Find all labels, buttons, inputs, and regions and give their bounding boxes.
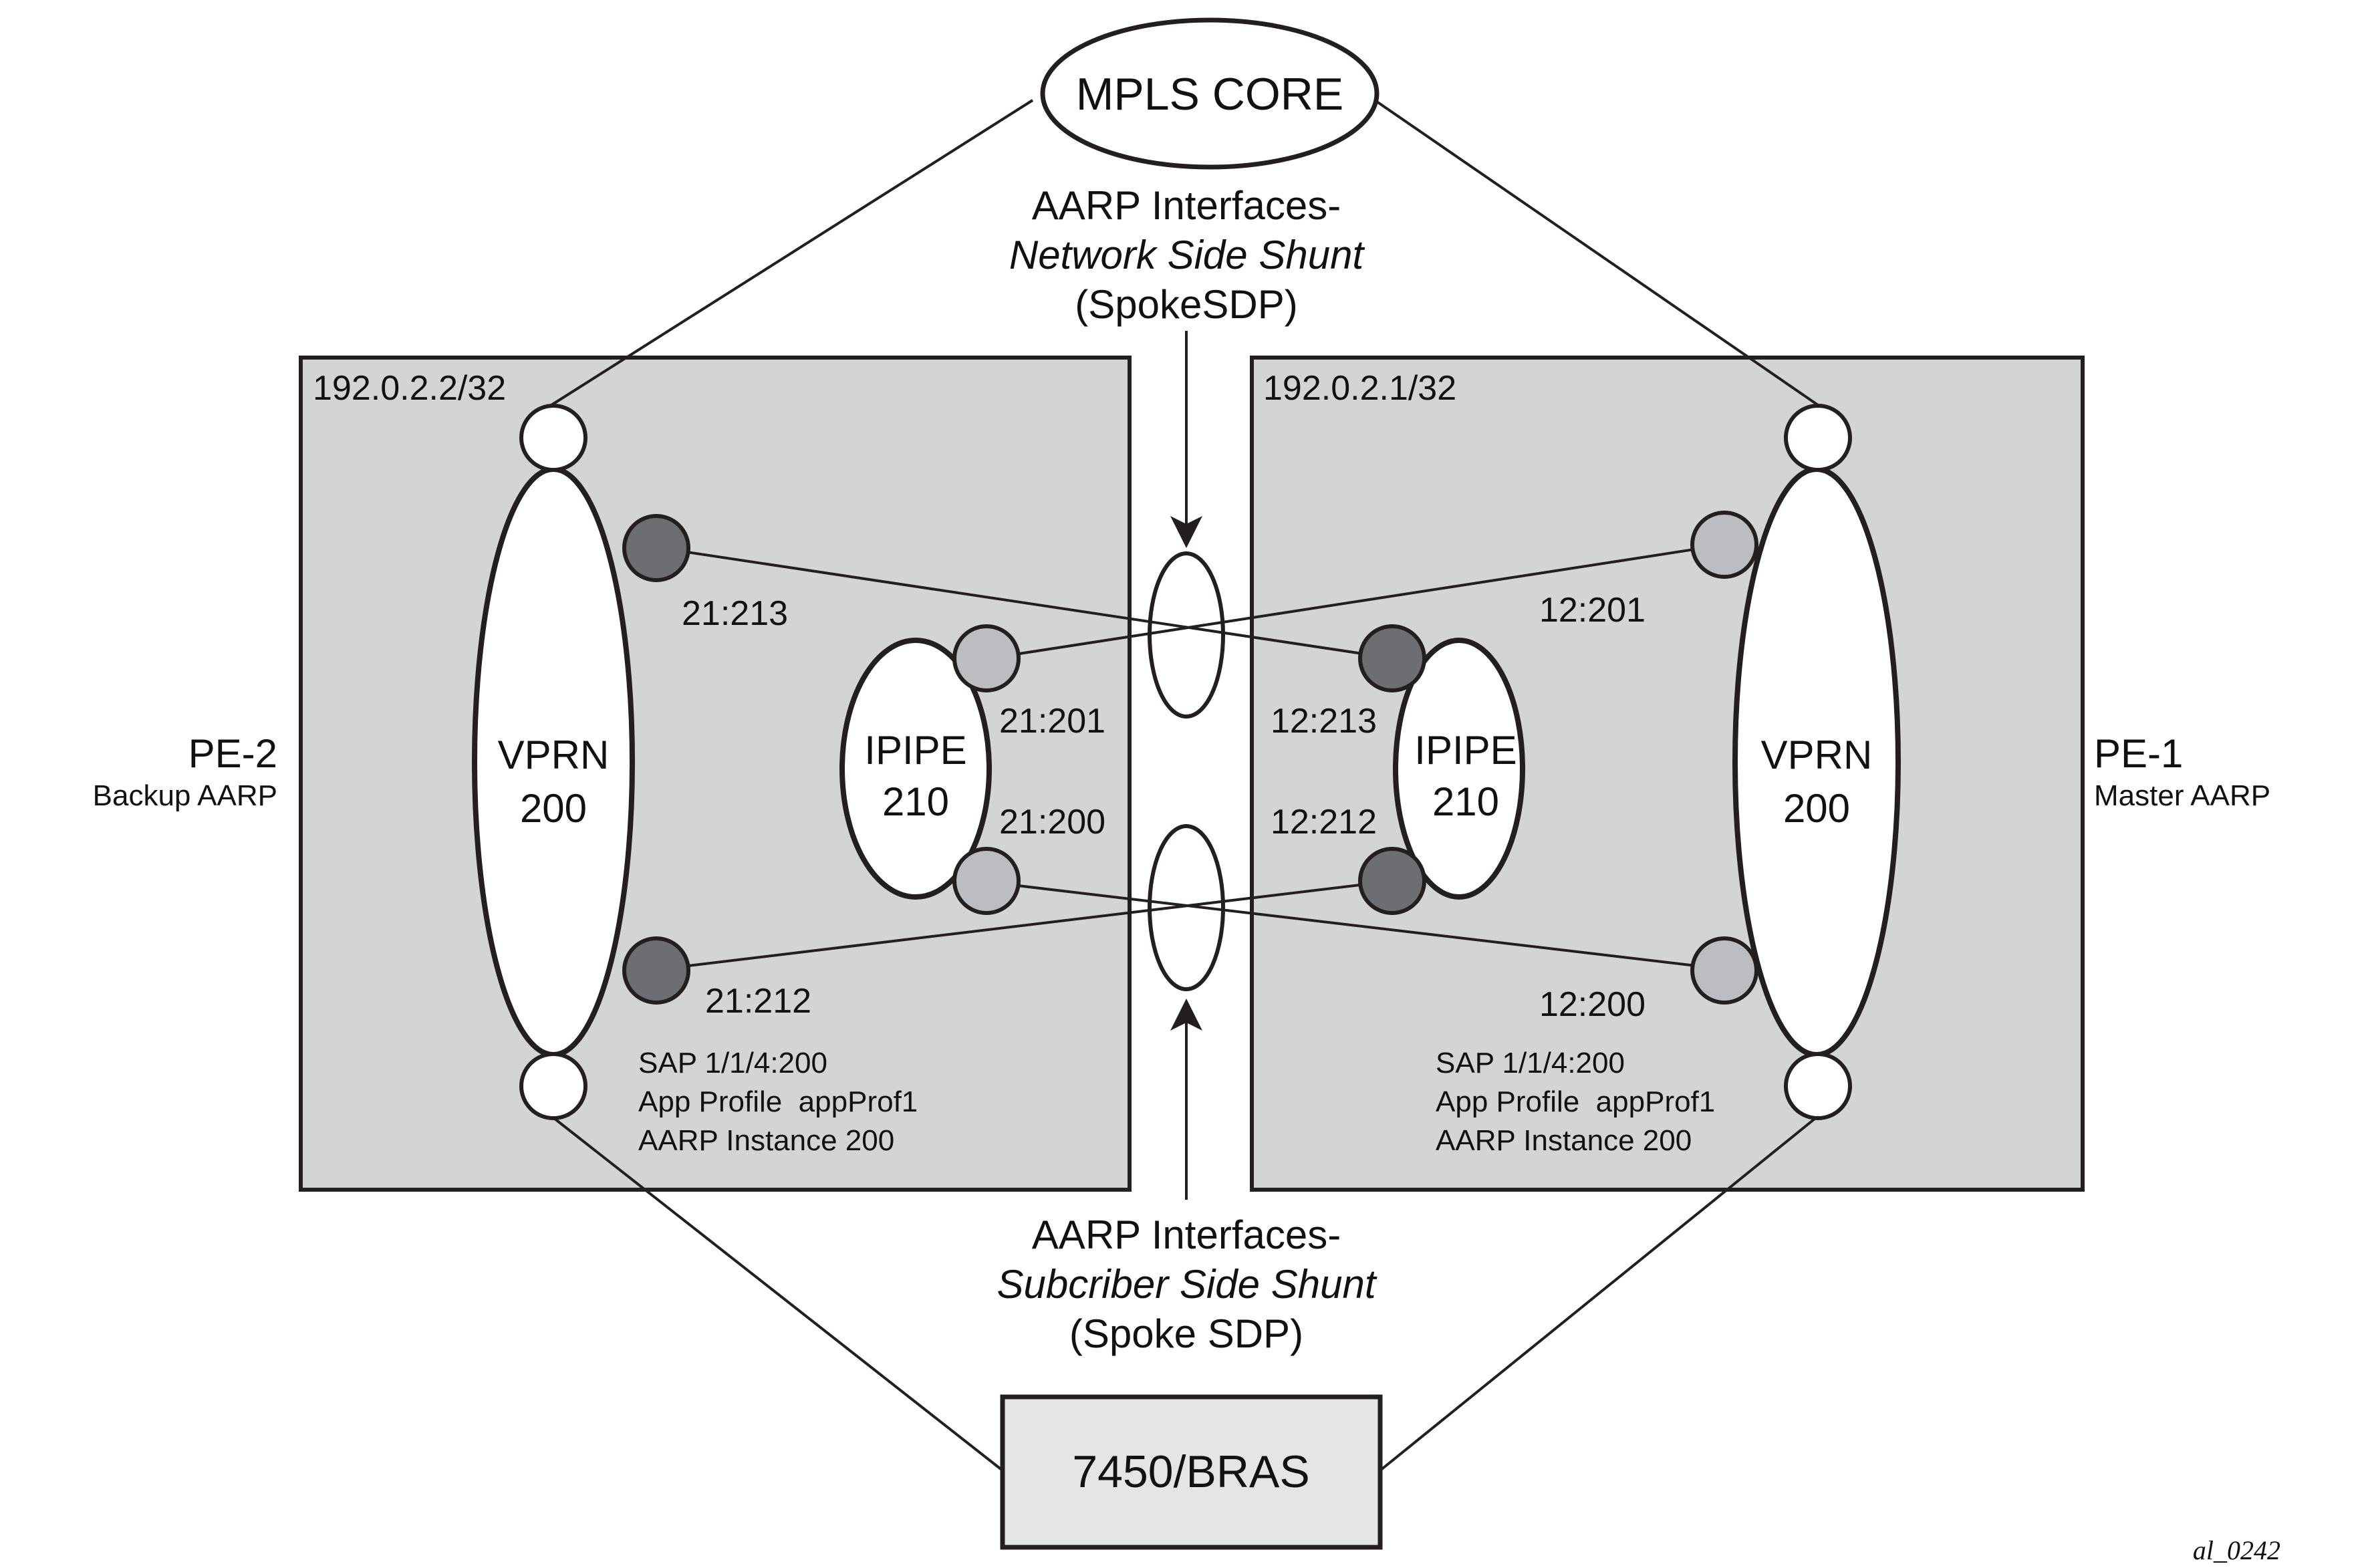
pe2-core-link bbox=[550, 99, 1034, 406]
pe2-sap-port bbox=[519, 1052, 587, 1120]
pe2-sdp-21-200-label: 21:200 bbox=[999, 803, 1105, 841]
pe1-sdp-12-213-port bbox=[1358, 624, 1426, 692]
subscriber-shunt-line2: Subcriber Side Shunt bbox=[997, 1262, 1377, 1307]
pe1-vprn-line2: 200 bbox=[1783, 786, 1850, 831]
pe1-sdp-12-201-port bbox=[1690, 511, 1758, 579]
figure-id: al_0242 bbox=[2193, 1535, 2280, 1565]
network-shunt-line2: Network Side Shunt bbox=[1009, 233, 1365, 277]
subscriber-shunt-line3: (Spoke SDP) bbox=[1069, 1311, 1303, 1356]
pe1-ipipe-line1: IPIPE bbox=[1414, 728, 1517, 773]
pe1-aarp-instance-label: AARP Instance 200 bbox=[1436, 1124, 1692, 1157]
mpls-core-label: MPLS CORE bbox=[1076, 69, 1344, 120]
pe2-network-port bbox=[519, 404, 587, 472]
pe2-bras-link bbox=[550, 1115, 1004, 1472]
pe1-sdp-12-200-label: 12:200 bbox=[1539, 985, 1646, 1024]
sdp-21-201-to-12-201 bbox=[989, 543, 1725, 660]
pe2-sdp-21-213-label: 21:213 bbox=[682, 594, 788, 633]
pe1-role: Master AARP bbox=[2094, 779, 2270, 812]
pe1-sdp-12-213-label: 12:213 bbox=[1271, 702, 1377, 741]
sdp-21-200-to-12-200 bbox=[989, 881, 1725, 970]
pe1-box bbox=[1250, 356, 2085, 1192]
pe2-sap-label: SAP 1/1/4:200 bbox=[638, 1047, 827, 1079]
pe1-sdp-12-212-label: 12:212 bbox=[1271, 803, 1377, 841]
pe2-vprn-line1: VPRN bbox=[498, 733, 610, 777]
pe2-name: PE-2 bbox=[188, 731, 277, 776]
pe1-core-link bbox=[1373, 99, 1819, 406]
bras-box bbox=[1000, 1394, 1383, 1550]
pe2-ipipe-line2: 210 bbox=[882, 779, 949, 824]
pe2-vprn-line2: 200 bbox=[520, 786, 587, 831]
pe2-ipipe-line1: IPIPE bbox=[864, 728, 966, 773]
subscriber-shunt-ellipse bbox=[1148, 824, 1225, 991]
network-shunt-ellipse bbox=[1148, 551, 1225, 718]
pe1-sdp-12-212-port bbox=[1358, 847, 1426, 915]
mpls-core-ellipse bbox=[1040, 17, 1379, 170]
pe2-system-ip: 192.0.2.2/32 bbox=[313, 369, 506, 408]
pe2-role: Backup AARP bbox=[93, 779, 277, 812]
sdp-21-213-to-12-213 bbox=[660, 547, 1394, 660]
pe2-sdp-21-200-port bbox=[952, 847, 1021, 915]
pe1-sdp-12-201-label: 12:201 bbox=[1539, 591, 1646, 630]
pe1-vprn-line1: VPRN bbox=[1761, 733, 1873, 777]
pe1-sap-label: SAP 1/1/4:200 bbox=[1436, 1047, 1625, 1079]
pe2-sdp-21-212-label: 21:212 bbox=[705, 982, 811, 1021]
sdp-21-212-to-12-212 bbox=[660, 880, 1394, 970]
pe1-system-ip: 192.0.2.1/32 bbox=[1263, 369, 1456, 408]
pe2-sdp-21-213-port bbox=[622, 514, 690, 582]
pe2-sdp-21-201-label: 21:201 bbox=[999, 702, 1105, 741]
pe1-ipipe-ellipse bbox=[1393, 638, 1525, 900]
network-shunt-line1: AARP Interfaces- bbox=[1032, 183, 1341, 228]
pe1-ipipe-line2: 210 bbox=[1432, 779, 1499, 824]
pe1-name: PE-1 bbox=[2094, 731, 2183, 776]
pe2-sdp-21-201-port bbox=[952, 624, 1021, 692]
pe1-bras-link bbox=[1379, 1115, 1819, 1472]
pe1-sdp-12-200-port bbox=[1690, 936, 1758, 1005]
pe1-network-port bbox=[1784, 404, 1852, 472]
subscriber-shunt-line1: AARP Interfaces- bbox=[1032, 1212, 1341, 1257]
pe2-app-profile-label: App Profile appProf1 bbox=[638, 1085, 918, 1118]
pe2-aarp-instance-label: AARP Instance 200 bbox=[638, 1124, 894, 1157]
bras-label: 7450/BRAS bbox=[1072, 1446, 1309, 1497]
pe1-app-profile-label: App Profile appProf1 bbox=[1436, 1085, 1715, 1118]
network-shunt-line3: (SpokeSDP) bbox=[1075, 282, 1297, 327]
pe2-sdp-21-212-port bbox=[622, 936, 690, 1005]
pe1-sap-port bbox=[1784, 1052, 1852, 1120]
pe2-ipipe-ellipse bbox=[839, 638, 992, 900]
